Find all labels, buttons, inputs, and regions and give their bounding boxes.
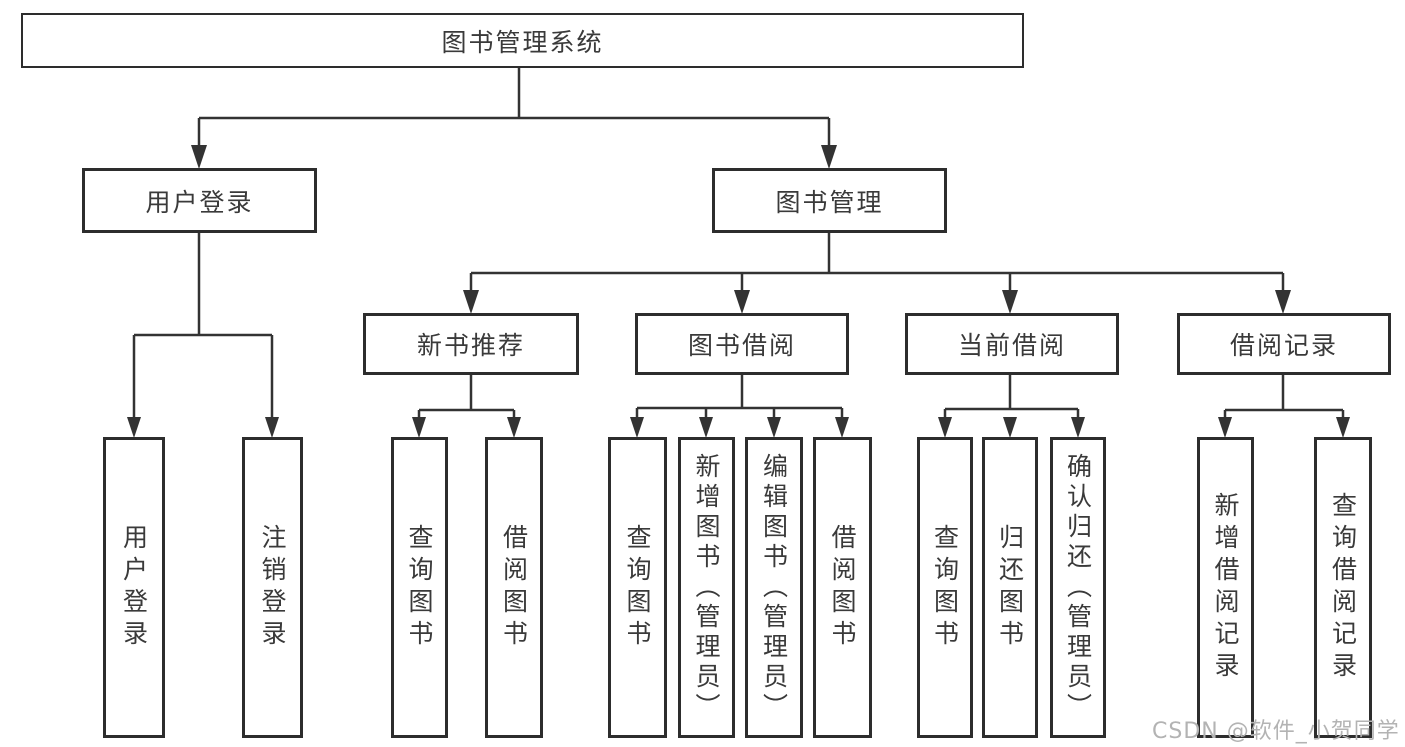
csdn-watermark: CSDN @软件_小贺同学 xyxy=(1152,719,1400,744)
node-leaf-confirm-return-admin-label: 确认归还（管理员） xyxy=(1063,452,1093,723)
node-borrowing-records-label: 借阅记录 xyxy=(1229,331,1338,360)
node-new-book-recommend-label: 新书推荐 xyxy=(416,331,525,360)
node-leaf-query-books-recommend-label: 查询图书 xyxy=(405,523,434,652)
node-leaf-login: 用户登录 xyxy=(103,437,165,738)
node-leaf-confirm-return-admin: 确认归还（管理员） xyxy=(1050,437,1106,738)
node-leaf-borrow-books-label: 借阅图书 xyxy=(828,523,857,652)
node-leaf-add-books-admin-label: 新增图书（管理员） xyxy=(692,452,721,723)
node-leaf-add-borrow-record: 新增借阅记录 xyxy=(1197,437,1254,738)
node-leaf-query-books-current: 查询图书 xyxy=(917,437,973,738)
node-leaf-login-label: 用户登录 xyxy=(119,523,149,652)
node-user-login-label: 用户登录 xyxy=(145,187,254,217)
node-leaf-return-books: 归还图书 xyxy=(982,437,1038,738)
node-leaf-return-books-label: 归还图书 xyxy=(995,523,1025,652)
node-root-library-system: 图书管理系统 xyxy=(21,13,1024,68)
node-new-book-recommend: 新书推荐 xyxy=(363,313,579,375)
node-book-management-label: 图书管理 xyxy=(775,187,884,217)
node-leaf-query-borrow-record: 查询借阅记录 xyxy=(1314,437,1372,738)
node-leaf-query-books-current-label: 查询图书 xyxy=(930,523,960,652)
node-book-borrowing-label: 图书借阅 xyxy=(687,331,796,360)
node-root-label: 图书管理系统 xyxy=(441,27,604,57)
node-leaf-borrow-books-recommend: 借阅图书 xyxy=(485,437,543,738)
node-leaf-add-borrow-record-label: 新增借阅记录 xyxy=(1211,491,1240,684)
node-leaf-query-borrow-record-label: 查询借阅记录 xyxy=(1328,491,1358,684)
node-current-borrowing: 当前借阅 xyxy=(905,313,1119,375)
node-leaf-borrow-books-recommend-label: 借阅图书 xyxy=(499,523,529,652)
node-leaf-query-books-borrow: 查询图书 xyxy=(608,437,667,738)
node-leaf-edit-books-admin-label: 编辑图书（管理员） xyxy=(759,452,789,723)
node-borrowing-records: 借阅记录 xyxy=(1177,313,1391,375)
node-leaf-query-books-borrow-label: 查询图书 xyxy=(623,523,652,652)
node-book-borrowing: 图书借阅 xyxy=(635,313,849,375)
node-book-management: 图书管理 xyxy=(712,168,947,233)
node-leaf-logout-label: 注销登录 xyxy=(258,523,287,652)
node-leaf-borrow-books: 借阅图书 xyxy=(813,437,872,738)
node-leaf-logout: 注销登录 xyxy=(242,437,303,738)
node-leaf-query-books-recommend: 查询图书 xyxy=(391,437,448,738)
node-current-borrowing-label: 当前借阅 xyxy=(957,331,1066,360)
node-leaf-add-books-admin: 新增图书（管理员） xyxy=(678,437,735,738)
node-leaf-edit-books-admin: 编辑图书（管理员） xyxy=(745,437,803,738)
node-user-login: 用户登录 xyxy=(82,168,317,233)
